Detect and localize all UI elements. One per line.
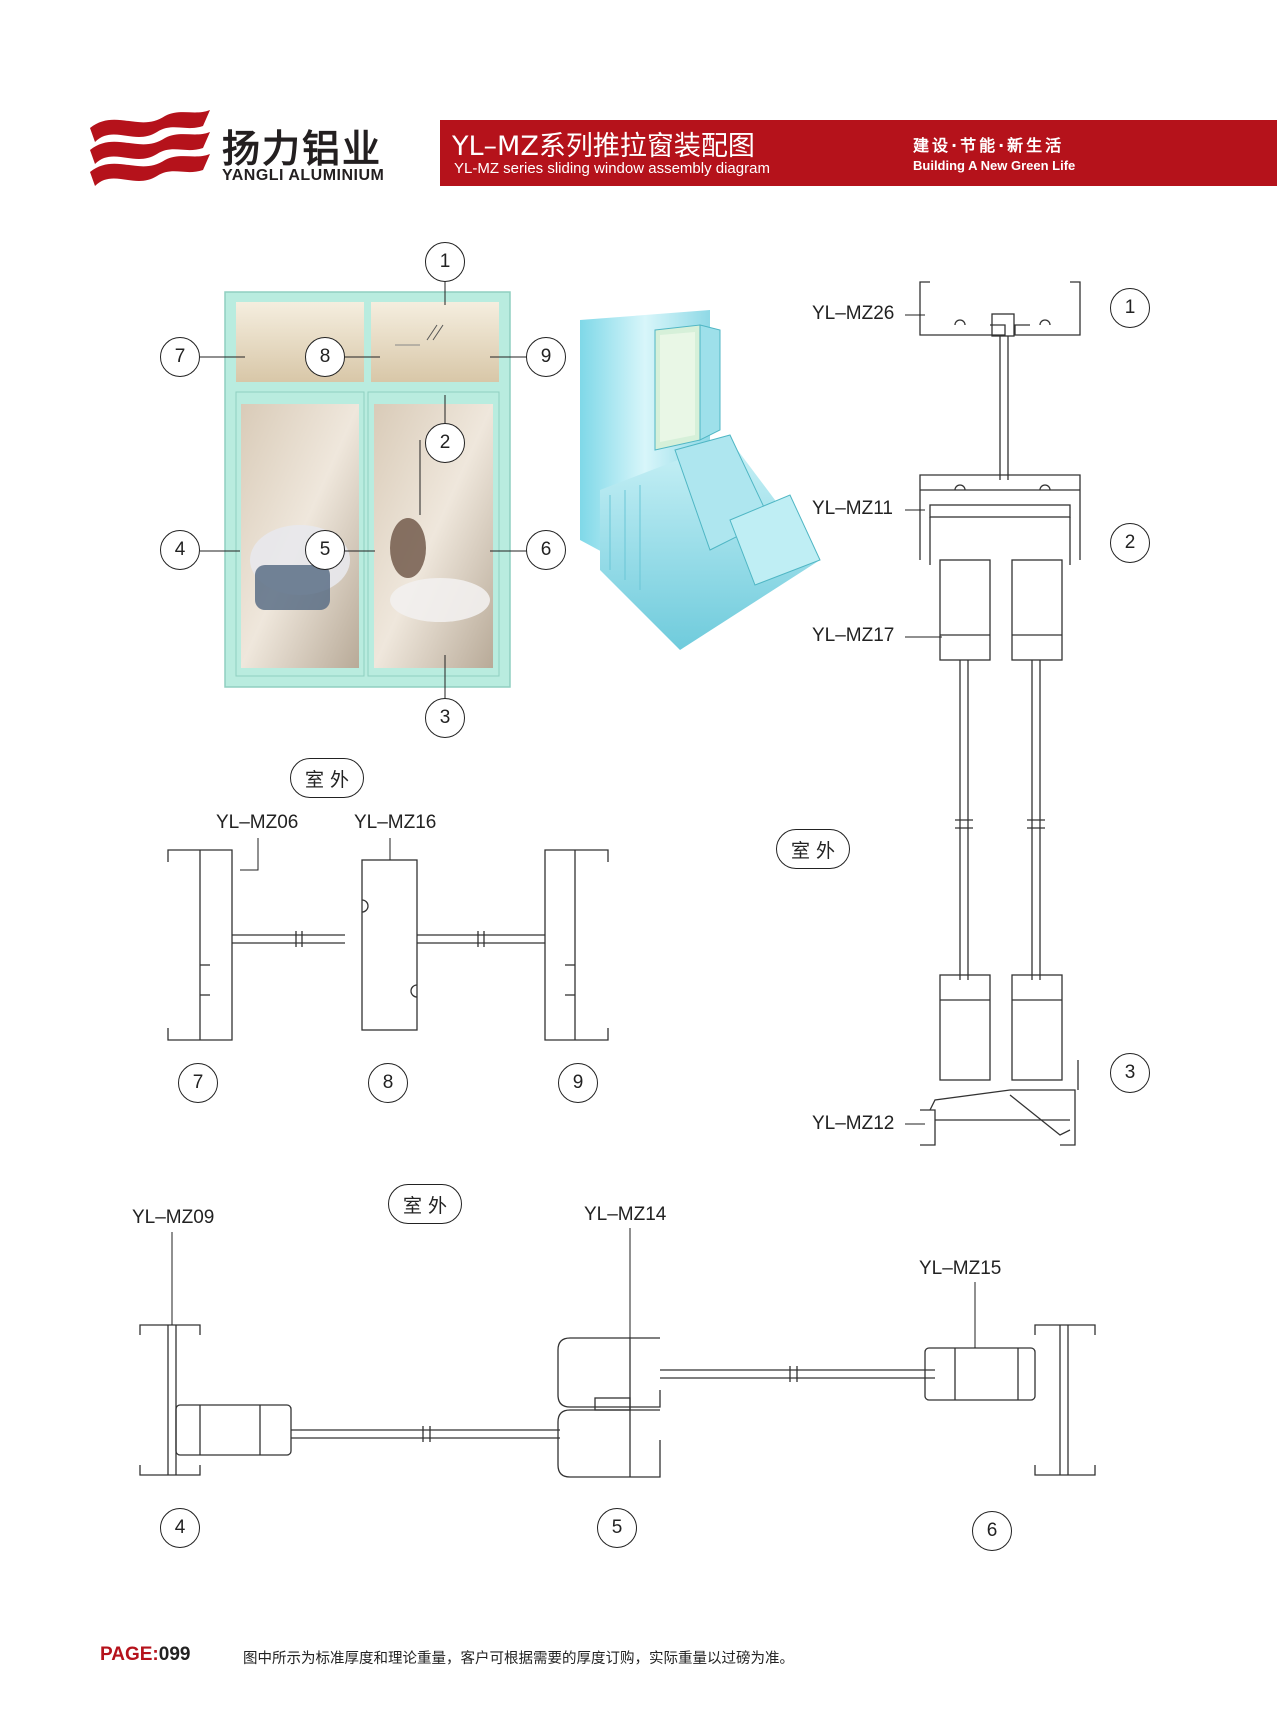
page-title: YL–MZ系列推拉窗装配图 — [452, 131, 755, 162]
callout-6: 6 — [526, 530, 566, 570]
brand-name-en: YANGLI ALUMINIUM — [222, 167, 385, 184]
horizontal-section — [139, 1228, 1096, 1478]
footer-note: 图中所示为标准厚度和理论重量，客户可根据需要的厚度订购，实际重量以过磅为准。 — [243, 1651, 794, 1667]
page-label: PAGE: — [100, 1644, 159, 1665]
transom-section — [167, 838, 609, 1041]
callout-2: 2 — [425, 423, 465, 463]
vsection-callout-3: 3 — [1110, 1053, 1150, 1093]
label-yl-mz16: YL–MZ16 — [354, 812, 437, 833]
vertical-section-drawing — [905, 281, 1081, 1146]
window-elevation-drawing — [200, 280, 530, 700]
callout-8: 8 — [305, 337, 345, 377]
slogan-en: Building A New Green Life — [913, 158, 1076, 173]
callout-7: 7 — [160, 337, 200, 377]
callout-9: 9 — [526, 337, 566, 377]
page-number-value: 099 — [158, 1644, 191, 1665]
page-subtitle: YL-MZ series sliding window assembly dia… — [454, 160, 770, 177]
label-yl-mz11: YL–MZ11 — [812, 498, 893, 519]
logo-flag-icon — [90, 110, 210, 186]
horizontal-section-drawing — [139, 1228, 1096, 1478]
callout-5: 5 — [305, 530, 345, 570]
label-yl-mz15: YL–MZ15 — [919, 1258, 1002, 1279]
hsection-callout-5: 5 — [597, 1508, 637, 1548]
outdoor-label-transom: 室外 — [290, 758, 364, 798]
label-yl-mz06: YL–MZ06 — [216, 812, 299, 833]
label-yl-mz14: YL–MZ14 — [584, 1204, 667, 1225]
transom-callout-9: 9 — [558, 1063, 598, 1103]
logo-mark — [85, 108, 215, 198]
page-number: PAGE:099 — [100, 1644, 190, 1666]
title-banner: YL–MZ系列推拉窗装配图 YL-MZ series sliding windo… — [440, 120, 1277, 186]
transom-callout-7: 7 — [178, 1063, 218, 1103]
extrusion-render-icon — [580, 310, 821, 650]
hsection-callout-4: 4 — [160, 1508, 200, 1548]
transom-callout-8: 8 — [368, 1063, 408, 1103]
vsection-callout-2: 2 — [1110, 523, 1150, 563]
outdoor-label-vertical: 室外 — [776, 829, 850, 869]
callout-3: 3 — [425, 698, 465, 738]
hsection-callout-6: 6 — [972, 1511, 1012, 1551]
slogan-cn: 建设·节能·新生活 — [913, 136, 1065, 155]
callout-4: 4 — [160, 530, 200, 570]
callout-1: 1 — [425, 242, 465, 282]
label-yl-mz26: YL–MZ26 — [812, 303, 895, 324]
label-yl-mz17: YL–MZ17 — [812, 625, 895, 646]
profile-3d-render — [580, 310, 840, 660]
transom-section-drawing — [167, 838, 609, 1041]
vertical-section — [905, 281, 1081, 1146]
vsection-callout-1: 1 — [1110, 288, 1150, 328]
outdoor-label-horizontal: 室外 — [388, 1184, 462, 1224]
label-yl-mz12: YL–MZ12 — [812, 1113, 895, 1134]
label-yl-mz09: YL–MZ09 — [132, 1207, 215, 1228]
window-elevation — [0, 0, 1277, 760]
brand-name-cn: 扬力铝业 — [222, 127, 383, 171]
